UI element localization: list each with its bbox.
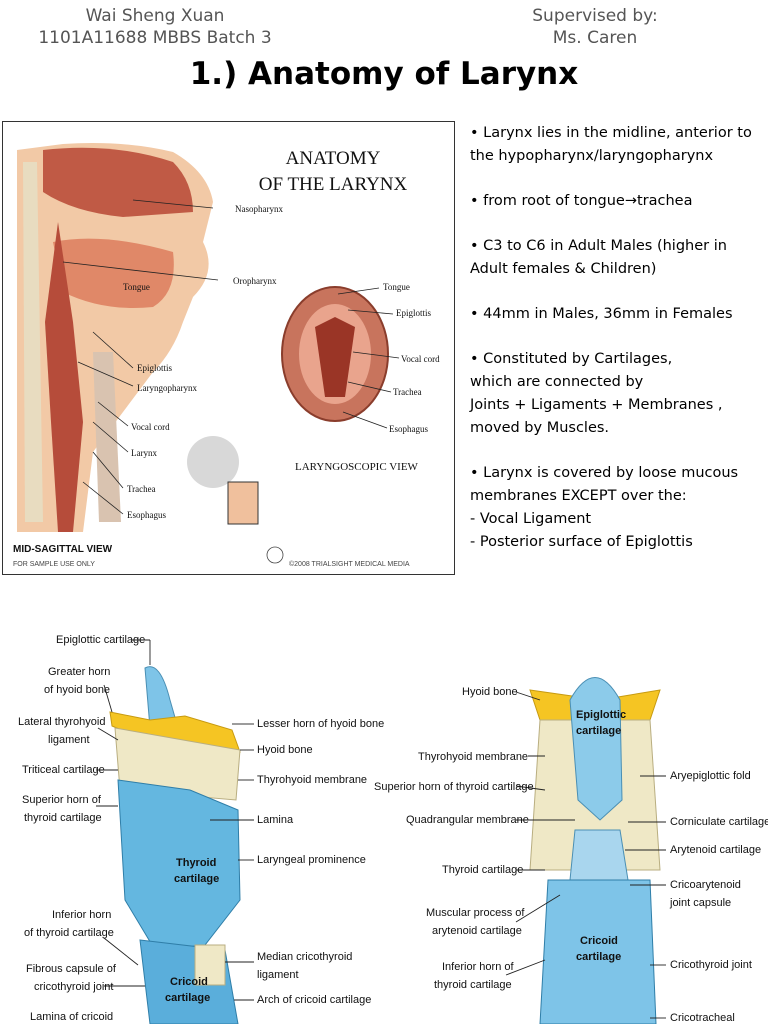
label-arch-cricoid: Arch of cricoid cartilage bbox=[257, 994, 371, 1006]
label-larynx: Larynx bbox=[131, 448, 157, 458]
figure-heading-line2: OF THE LARYNX bbox=[259, 174, 408, 195]
thyroid-cartilage-shape bbox=[117, 779, 241, 951]
larynx-cartilage-diagrams: Epiglottic cartilage Greater horn of hyo… bbox=[18, 634, 768, 1024]
label-lamina: Lamina bbox=[257, 814, 294, 826]
label-nasopharynx: Nasopharynx bbox=[235, 204, 283, 214]
small-head-inset bbox=[227, 481, 259, 525]
label-tongue: Tongue bbox=[123, 282, 150, 292]
fact-mucous-membrane: • Larynx is covered by loose mucous memb… bbox=[470, 465, 739, 550]
label-hyoid-bone-left: Hyoid bone bbox=[257, 744, 313, 756]
label-epiglottic-cartilage-right-1: Epiglottic bbox=[576, 709, 626, 721]
label-median-cricothyroid-1: Median cricothyroid bbox=[257, 951, 352, 963]
label-aryepiglottic-fold: Aryepiglottic fold bbox=[670, 770, 751, 782]
label-inferior-horn-2: of thyroid cartilage bbox=[24, 927, 114, 939]
supervisor-label: Supervised by: bbox=[532, 6, 658, 26]
label-lesser-horn: Lesser horn of hyoid bone bbox=[257, 718, 384, 730]
pharynx-shape bbox=[45, 222, 83, 532]
label-lv-tongue: Tongue bbox=[383, 282, 410, 292]
fact-vertebral-level: • C3 to C6 in Adult Males (higher in Adu… bbox=[470, 238, 727, 277]
label-lateral-thyrohyoid-2: ligament bbox=[48, 734, 90, 746]
glottis-shape bbox=[315, 317, 355, 397]
fact-constitution: • Constituted by Cartilages, which are c… bbox=[470, 351, 723, 436]
cricothyroid-ligament-shape bbox=[194, 944, 226, 986]
label-superior-horn-1: Superior horn of bbox=[22, 794, 102, 806]
label-hyoid-bone-right: Hyoid bone bbox=[462, 686, 518, 698]
cricoid-posterior-shape bbox=[539, 879, 657, 1024]
label-arytenoid: Arytenoid cartilage bbox=[670, 844, 761, 856]
label-thyroid-cartilage-right: Thyroid cartilage bbox=[442, 864, 523, 876]
label-lv-vocal-cord: Vocal cord bbox=[401, 354, 440, 364]
label-thyroid-cartilage-2: cartilage bbox=[174, 873, 219, 885]
label-lamina-cricoid: Lamina of cricoid bbox=[30, 1011, 113, 1023]
label-lv-trachea: Trachea bbox=[393, 387, 422, 397]
label-thyrohyoid-membrane-left: Thyrohyoid membrane bbox=[257, 774, 367, 786]
label-cricoarytenoid-2: joint capsule bbox=[669, 897, 731, 909]
author-block: Wai Sheng Xuan 1101A11688 MBBS Batch 3 bbox=[20, 5, 290, 49]
label-inferior-horn-right-1: Inferior horn of bbox=[442, 961, 514, 973]
label-trachea: Trachea bbox=[127, 484, 156, 494]
supervisor-block: Supervised by: Ms. Caren bbox=[500, 5, 690, 49]
label-lv-esophagus: Esophagus bbox=[389, 424, 428, 434]
label-thyroid-cartilage-1: Thyroid bbox=[176, 857, 216, 869]
label-greater-horn-2: of hyoid bone bbox=[44, 684, 110, 696]
label-epiglottic-cartilage: Epiglottic cartilage bbox=[56, 634, 145, 646]
copyright-note: ©2008 TRIALSIGHT MEDICAL MEDIA bbox=[289, 560, 410, 568]
figure-heading-line1: ANATOMY bbox=[286, 148, 381, 169]
label-quadrangular-membrane: Quadrangular membrane bbox=[406, 814, 529, 826]
author-name: Wai Sheng Xuan bbox=[85, 6, 225, 26]
label-lateral-thyrohyoid-1: Lateral thyrohyoid bbox=[18, 716, 105, 728]
fact-length: • 44mm in Males, 36mm in Females bbox=[470, 306, 733, 322]
label-cricoarytenoid-1: Cricoarytenoid bbox=[670, 879, 741, 891]
label-cricoid-cartilage-right-1: Cricoid bbox=[580, 935, 618, 947]
page-title: 1.) Anatomy of Larynx bbox=[189, 56, 579, 92]
label-fibrous-capsule-2: cricothyroid joint bbox=[34, 981, 113, 993]
label-cricoid-cartilage-1: Cricoid bbox=[170, 976, 208, 988]
label-laryngopharynx: Laryngopharynx bbox=[137, 383, 197, 393]
fact-location: • Larynx lies in the midline, anterior t… bbox=[470, 125, 752, 164]
small-head-icon bbox=[187, 436, 239, 488]
sample-note: FOR SAMPLE USE ONLY bbox=[13, 561, 95, 568]
label-muscular-process-2: arytenoid cartilage bbox=[432, 925, 522, 937]
label-thyrohyoid-membrane-right: Thyrohyoid membrane bbox=[418, 751, 528, 763]
thyrohyoid-membrane-shape bbox=[114, 727, 241, 801]
laryngoscopic-view-caption: LARYNGOSCOPIC VIEW bbox=[295, 461, 419, 473]
nasal-cavity-shape bbox=[43, 147, 193, 217]
vitruvian-logo-icon bbox=[266, 546, 284, 564]
author-id: 1101A11688 MBBS Batch 3 bbox=[38, 28, 272, 48]
larynx-facts: • Larynx lies in the midline, anterior t… bbox=[470, 122, 760, 576]
tongue-shape bbox=[53, 238, 174, 308]
larynx-anatomy-figure: ANATOMY OF THE LARYNX Nasopharynx Tongue… bbox=[2, 121, 455, 575]
label-epiglottis: Epiglottis bbox=[137, 363, 173, 373]
label-inferior-horn-right-2: thyroid cartilage bbox=[434, 979, 512, 991]
label-laryngeal-prominence: Laryngeal prominence bbox=[257, 854, 366, 866]
spine-shape bbox=[23, 162, 43, 522]
label-corniculate: Corniculate cartilage bbox=[670, 816, 768, 828]
label-superior-horn-2: thyroid cartilage bbox=[24, 812, 102, 824]
mid-sagittal-caption: MID-SAGITTAL VIEW bbox=[13, 544, 113, 555]
arytenoid-shape bbox=[569, 829, 629, 881]
label-superior-horn-right: Superior horn of thyroid cartilage bbox=[374, 781, 534, 793]
label-lv-epiglottis: Epiglottis bbox=[396, 308, 432, 318]
label-epiglottic-cartilage-right-2: cartilage bbox=[576, 725, 621, 737]
label-muscular-process-1: Muscular process of bbox=[426, 907, 525, 919]
label-oropharynx: Oropharynx bbox=[233, 276, 277, 286]
label-vocal-cord: Vocal cord bbox=[131, 422, 170, 432]
label-median-cricothyroid-2: ligament bbox=[257, 969, 299, 981]
epiglottic-cartilage-posterior-shape bbox=[569, 677, 623, 821]
label-triticeal: Triticeal cartilage bbox=[22, 764, 105, 776]
label-inferior-horn-1: Inferior horn bbox=[52, 909, 111, 921]
label-esophagus: Esophagus bbox=[127, 510, 166, 520]
label-cricoid-cartilage-2: cartilage bbox=[165, 992, 210, 1004]
label-cricothyroid-joint: Cricothyroid joint bbox=[670, 959, 752, 971]
supervisor-name: Ms. Caren bbox=[552, 28, 638, 48]
trachea-shape bbox=[93, 352, 121, 522]
label-fibrous-capsule-1: Fibrous capsule of bbox=[26, 963, 117, 975]
larynx-anatomy-illustration: ANATOMY OF THE LARYNX Nasopharynx Tongue… bbox=[13, 143, 440, 568]
label-greater-horn-1: Greater horn bbox=[48, 666, 110, 678]
label-cricotracheal: Cricotracheal bbox=[670, 1012, 735, 1024]
fact-extent: • from root of tongue→trachea bbox=[470, 193, 693, 209]
label-cricoid-cartilage-right-2: cartilage bbox=[576, 951, 621, 963]
